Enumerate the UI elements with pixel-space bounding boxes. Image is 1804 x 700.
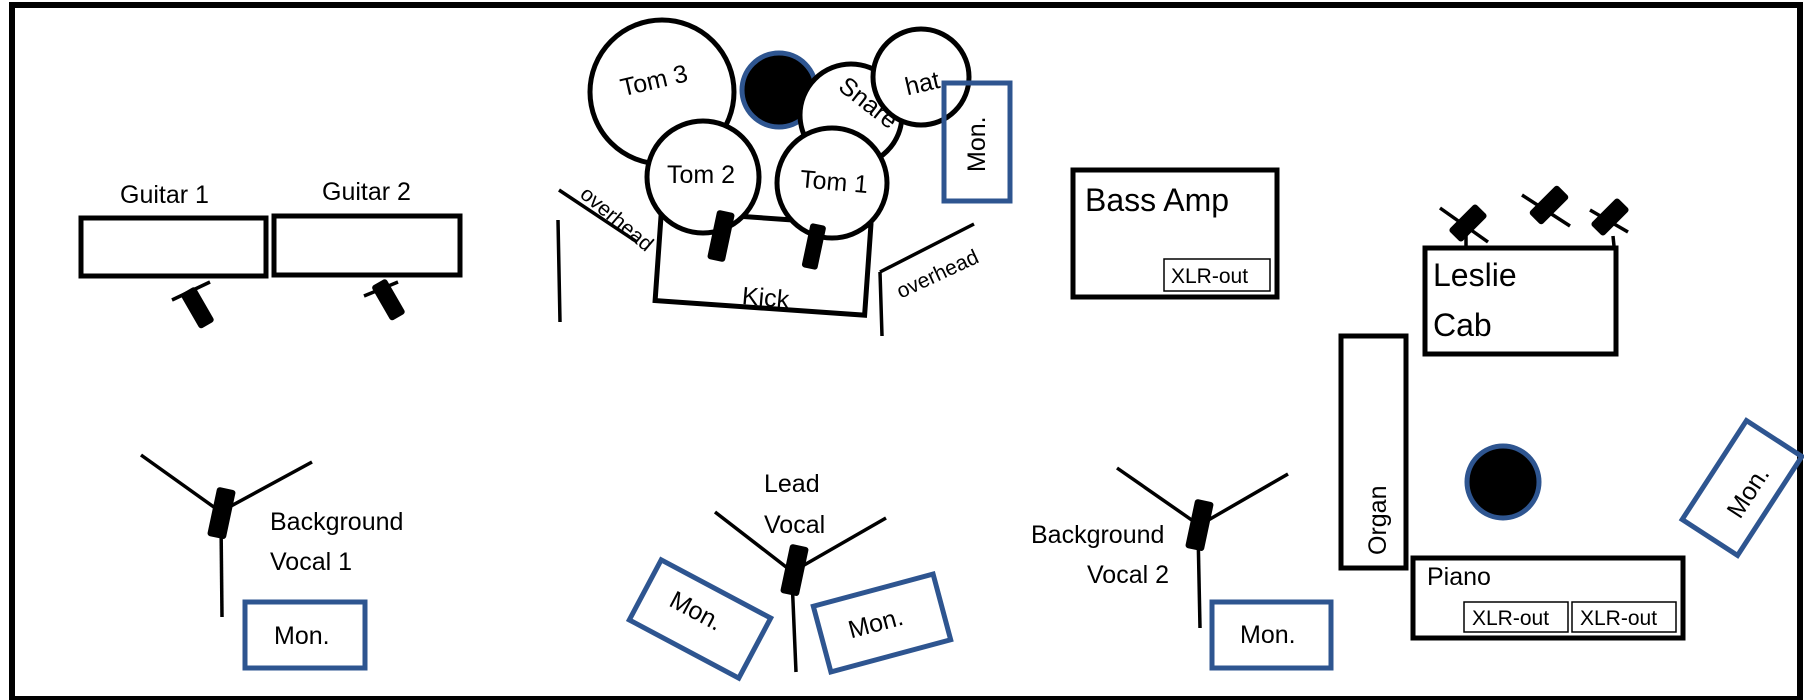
guitar-1-amp-group: Guitar 1 xyxy=(78,181,269,329)
overhead-right-label: overhead xyxy=(893,245,982,303)
lead-boom-right xyxy=(791,516,887,574)
kick-mic-right xyxy=(801,223,826,270)
bgv2-boom-left xyxy=(1116,466,1197,525)
bgv1-monitor-label: Mon. xyxy=(274,622,330,650)
guitar1-amp xyxy=(78,215,269,279)
lead-label-line1: Lead xyxy=(764,470,820,498)
bass-amp-group: Bass Amp XLR-out xyxy=(1070,167,1280,300)
organ-label: Organ xyxy=(1364,486,1392,555)
piano-label: Piano xyxy=(1427,563,1491,591)
keys-monitor xyxy=(1678,417,1804,559)
bg-vocal-2-group: Background Vocal 2 Mon. xyxy=(1031,466,1334,671)
bgv2-monitor xyxy=(1209,599,1334,671)
organ xyxy=(1338,333,1409,571)
keys-group: Organ Piano XLR-out XLR-out Mon. xyxy=(1338,333,1804,641)
overhead-left-label: overhead xyxy=(576,182,658,256)
lead-monitor-left xyxy=(625,556,775,682)
lead-mic xyxy=(780,544,809,596)
bgv2-label-line2: Vocal 2 xyxy=(1087,561,1169,589)
tom1-drum xyxy=(774,125,890,241)
leslie-label-line2: Cab xyxy=(1433,307,1492,343)
leslie-mic3 xyxy=(1591,198,1629,236)
lead-label-line2: Vocal xyxy=(764,511,825,539)
bgv2-label-line1: Background xyxy=(1031,521,1164,549)
overhead-left-stand xyxy=(556,188,638,323)
keys-position-dot xyxy=(1464,443,1542,521)
lead-monitor-left-label: Mon. xyxy=(665,586,727,637)
piano-xlr-label-2: XLR-out xyxy=(1580,607,1657,630)
kick-label: Kick xyxy=(741,282,791,314)
guitar1-mic xyxy=(181,287,214,329)
guitar1-label: Guitar 1 xyxy=(120,181,209,209)
overhead-right-stand xyxy=(878,222,975,337)
piano xyxy=(1410,555,1686,641)
leslie-mic1-cable xyxy=(1438,206,1490,244)
leslie-mic1 xyxy=(1449,204,1487,242)
lead-monitor-right-label: Mon. xyxy=(845,603,906,644)
bass-xlr-box xyxy=(1163,258,1271,292)
bgv1-monitor xyxy=(242,599,368,671)
piano-xlr-label-1: XLR-out xyxy=(1472,607,1549,630)
bgv2-boom-right xyxy=(1197,472,1289,528)
drum-kit: Tom 3 Snare hat Kick Tom 2 Tom 1 overhea… xyxy=(556,17,1013,337)
bgv1-label-line2: Vocal 1 xyxy=(270,548,352,576)
bgv2-monitor-label: Mon. xyxy=(1240,621,1296,649)
kick-mic-left xyxy=(707,210,735,262)
bass-amp xyxy=(1070,167,1280,300)
bgv2-mic xyxy=(1185,499,1214,551)
bass-xlr-label: XLR-out xyxy=(1171,265,1248,288)
lead-monitor-right xyxy=(810,571,954,675)
guitar2-label: Guitar 2 xyxy=(322,178,411,206)
stage-border xyxy=(9,2,1803,700)
piano-xlr-box-2 xyxy=(1571,601,1677,633)
tom1-label: Tom 1 xyxy=(799,165,869,199)
tom2-label: Tom 2 xyxy=(667,161,735,189)
lead-vocal-group: Lead Vocal Mon. Mon. xyxy=(625,470,954,682)
guitar2-mic xyxy=(372,279,405,321)
lead-boom-left xyxy=(713,510,792,572)
guitar-2-amp-group: Guitar 2 xyxy=(271,178,463,321)
leslie-mic3-stand xyxy=(1611,235,1616,247)
drum-monitor xyxy=(941,80,1013,204)
bgv1-mic xyxy=(207,487,236,539)
bgv1-label-line1: Background xyxy=(270,508,403,536)
piano-xlr-box-1 xyxy=(1463,601,1569,633)
drum-monitor-label: Mon. xyxy=(963,116,991,172)
leslie-mic2 xyxy=(1529,185,1569,225)
bgv1-boom-right xyxy=(219,460,313,514)
guitar2-amp xyxy=(271,213,463,278)
bg-vocal-1-group: Background Vocal 1 Mon. xyxy=(139,453,403,671)
bgv1-boom-left xyxy=(139,453,220,512)
leslie-cab-group: Leslie Cab xyxy=(1422,185,1629,357)
tom2-drum xyxy=(644,118,762,236)
bass-amp-label: Bass Amp xyxy=(1085,182,1229,218)
leslie-cabinet xyxy=(1422,245,1619,357)
leslie-label-line1: Leslie xyxy=(1433,257,1517,293)
